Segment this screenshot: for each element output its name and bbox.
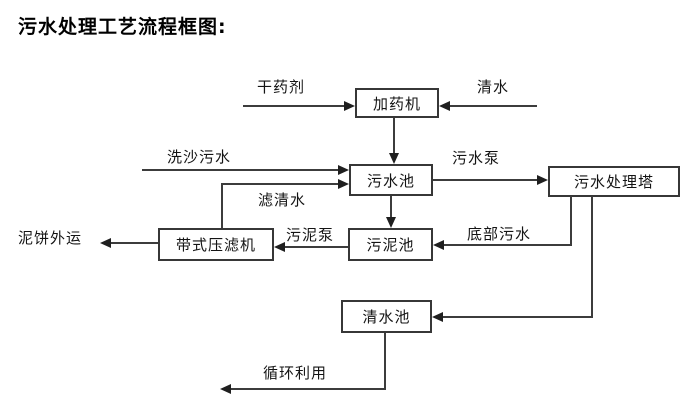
node-belt-filter-press: 带式压滤机 [158, 228, 274, 261]
label-sewage-pump: 污水泵 [452, 149, 501, 167]
edge-filtered-water-vline [221, 183, 223, 228]
page-title: 污水处理工艺流程框图: [18, 16, 227, 38]
arrow-down-icon [389, 153, 399, 164]
node-sewage-pool: 污水池 [349, 164, 433, 196]
arrow-left-icon [100, 238, 111, 248]
edge-tower-to-clear-vline [591, 196, 593, 318]
edge-sewage-to-sludge-line [390, 196, 392, 219]
label-filtered-water: 滤清水 [258, 191, 307, 209]
edge-dry-agent-line [243, 105, 345, 107]
node-treatment-tower: 污水处理塔 [548, 166, 680, 197]
node-sludge-pool: 污泥池 [348, 228, 433, 261]
arrow-left-icon [433, 240, 444, 250]
label-mud-cake-out: 泥饼外运 [18, 229, 83, 247]
edge-clear-water-line [450, 105, 537, 107]
edge-dosing-to-sewage-line [393, 118, 395, 154]
edge-sand-washing-line [142, 169, 340, 171]
arrow-left-icon [220, 384, 231, 394]
arrow-right-icon [537, 175, 548, 185]
label-recycling: 循环利用 [263, 364, 328, 382]
label-clear-water: 清水 [477, 78, 510, 96]
arrow-right-icon [338, 165, 349, 175]
label-bottom-sewage: 底部污水 [467, 225, 532, 243]
label-dry-agent: 干药剂 [257, 78, 306, 96]
arrow-down-icon [386, 217, 396, 228]
edge-sludge-pump-line [285, 246, 348, 248]
label-sludge-pump: 污泥泵 [286, 226, 335, 244]
label-sand-washing-sewage: 洗沙污水 [167, 148, 232, 166]
edge-bottom-sewage-hline [444, 244, 572, 246]
node-dosing-machine: 加药机 [355, 88, 439, 118]
edge-tower-to-clear-hline [443, 316, 593, 318]
edge-recycle-vline [384, 333, 386, 390]
arrow-left-icon [439, 101, 450, 111]
edge-sewage-pump-line [433, 179, 537, 181]
arrow-left-icon [274, 242, 285, 252]
edge-bottom-sewage-vline [570, 196, 572, 246]
edge-filtered-water-hline [221, 183, 340, 185]
node-clear-water-pool: 清水池 [341, 300, 432, 333]
arrow-right-icon [344, 101, 355, 111]
edge-recycle-hline [231, 388, 386, 390]
edge-mud-cake-line [111, 242, 158, 244]
arrow-left-icon [432, 312, 443, 322]
arrow-right-icon [338, 179, 349, 189]
